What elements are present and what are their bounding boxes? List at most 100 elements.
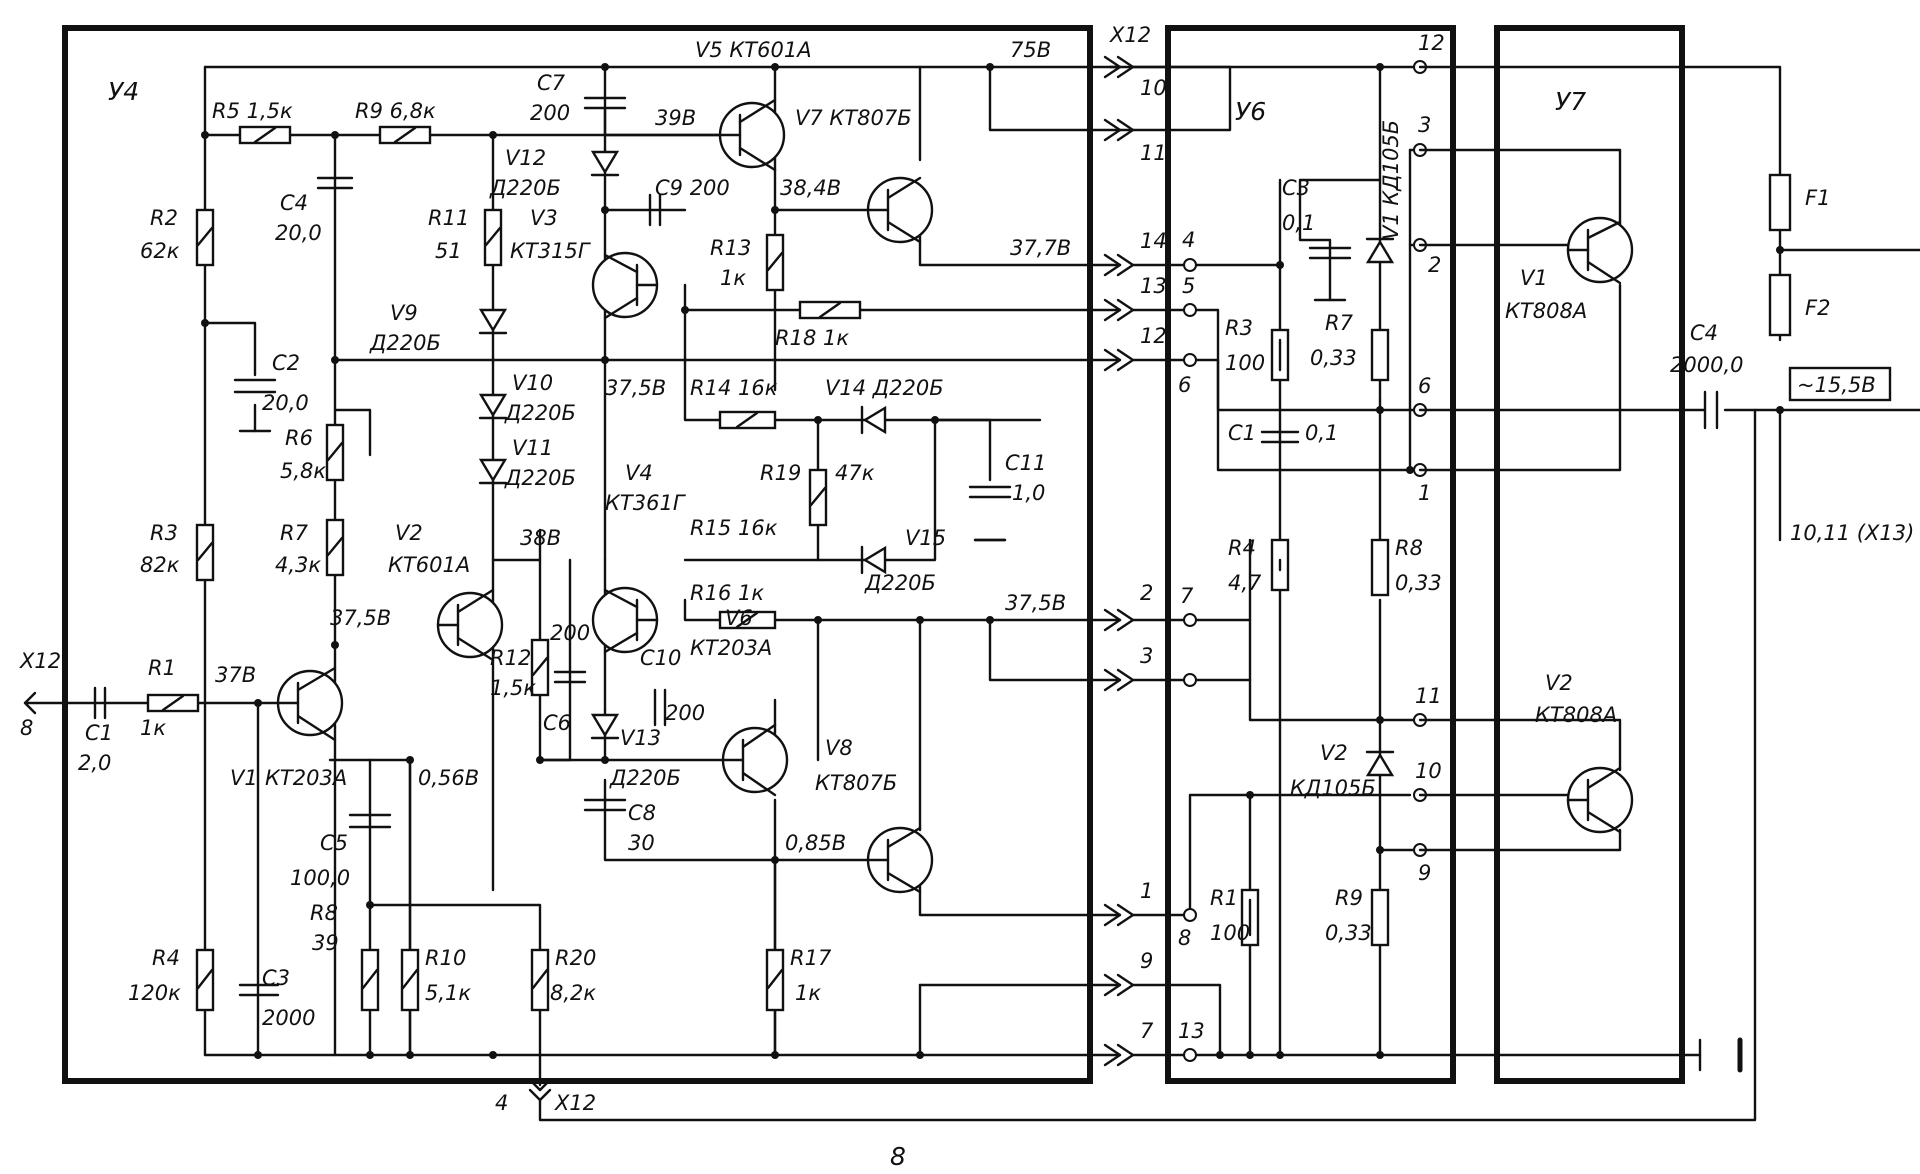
x12-pin-1: 1 [1140,879,1153,903]
u6-pin-r1: 1 [1418,481,1431,505]
label-r7-value: 4,3к [275,553,321,577]
u6-pin-8: 8 [1178,926,1191,950]
label-v15: V15 [905,526,946,550]
label-u7-v2: V2 [1545,671,1573,695]
resistor-r20 [530,948,550,1012]
resistor-u6-r1 [1240,888,1260,947]
label-v1: V1 [230,766,258,790]
label-x12-left-pin: 8 [20,716,33,740]
u6-pin-r12: 12 [1418,31,1445,55]
label-u6-c3: C3 [1282,176,1310,200]
label-c6: C6 [543,711,571,735]
u6-pin-7: 7 [1180,584,1194,608]
label-37v: 37В [215,663,256,687]
label-v11: V11 [512,436,553,460]
label-v10: V10 [512,371,553,395]
label-u6-r4-value: 4,7 [1228,571,1262,595]
label-r20-value: 8,2к [550,981,596,1005]
resistor-r6 [325,423,345,482]
label-c4: C4 [280,191,308,215]
resistor-r14 [718,410,777,430]
transistor-v2 [436,588,504,662]
label-u7-v1: V1 [1520,266,1548,290]
label-r6: R6 [285,426,313,450]
diode-v12 [590,150,620,177]
label-r13: R13 [710,236,751,260]
label-38v: 38В [520,526,561,550]
label-c3-value: 2000 [262,1006,315,1030]
diode-v9 [478,308,508,335]
x12-pin-10: 10 [1140,76,1167,100]
u6-pin-5: 5 [1182,274,1195,298]
capacitor-c2 [233,378,277,394]
resistor-r9 [378,125,432,145]
u6-pin-13: 13 [1178,1019,1205,1043]
label-u6-c1-value: 0,1 [1305,421,1338,445]
label-c10-value: 200 [665,701,705,725]
label-u6-r1: R1 [1210,886,1238,910]
x12-pin-12: 12 [1140,324,1167,348]
transistor-v3 [591,251,659,320]
label-75v: 75В [1010,38,1051,62]
label-c7: C7 [537,71,566,95]
label-v12-type: Д220Б [489,176,561,200]
u6-pin-4: 4 [1182,228,1195,252]
junction-fuse [1776,246,1784,254]
capacitor-c7 [583,96,627,110]
label-u6-v2-type: КД105Б [1290,776,1376,800]
label-r17-value: 1к [795,981,821,1005]
transistor-v5 [718,98,786,172]
resistor-r7 [325,518,345,577]
resistor-r1 [146,693,200,713]
label-u7-v1-type: КТ808А [1505,299,1587,323]
resistor-u6-r7 [1370,328,1390,382]
label-r19-value: 47к [835,461,875,485]
label-x12-bottom: X12 [554,1091,596,1115]
label-r10: R10 [425,946,466,970]
label-c6-value: 200 [550,621,590,645]
label-r9: R9 6,8к [355,99,436,123]
label-r7: R7 [280,521,309,545]
resistor-r18 [798,300,862,320]
label-r20: R20 [555,946,596,970]
label-r2-value: 62к [140,239,180,263]
label-v2-type: КТ601А [388,553,470,577]
diode-v10 [478,393,508,420]
capacitor-c10 [653,688,667,727]
label-r19: R19 [760,461,801,485]
resistor-r5 [238,125,292,145]
diode-v14 [860,405,887,435]
label-c5-value: 100,0 [290,866,350,890]
label-v13: V13 [620,726,661,750]
label-r6-value: 5,8к [280,459,326,483]
label-r3-value: 82к [140,553,180,577]
resistor-u6-r3 [1270,328,1290,382]
label-x12-top: X12 [1109,23,1151,47]
resistor-u6-r4 [1270,538,1290,592]
label-v3: V3 [530,206,558,230]
x12-pin-7: 7 [1140,1019,1154,1043]
label-f2: F2 [1805,296,1830,320]
label-c10: C10 [640,646,681,670]
label-r16: R16 1к [690,581,764,605]
capacitor-u6-c3 [1308,246,1352,260]
label-r5: R5 1,5к [212,99,293,123]
junction-c4 [1776,406,1784,414]
capacitor-c5 [348,813,392,829]
label-r4: R4 [152,946,180,970]
label-r11: R11 [428,206,469,230]
fuse-f2 [1768,273,1792,337]
label-c9: C9 200 [655,176,730,200]
u6-wiring [1131,65,1702,1057]
label-v4-type: КТ361Г [605,491,687,515]
x12-pin-2: 2 [1140,581,1153,605]
transistor-v8 [866,826,934,894]
label-v8-type: КТ807Б [815,771,897,795]
resistor-r11 [483,208,503,267]
resistor-r10 [400,948,420,1012]
label-u6-r4: R4 [1228,536,1256,560]
resistor-r2 [195,208,215,267]
label-r17: R17 [790,946,832,970]
u6-pins [1183,60,1427,1062]
